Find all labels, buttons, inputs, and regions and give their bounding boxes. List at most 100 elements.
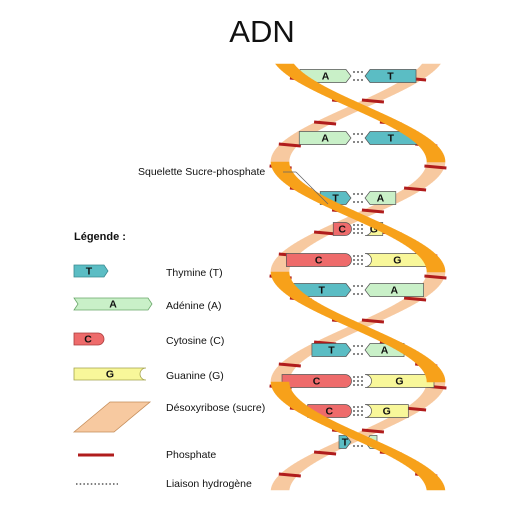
legend-label-thymine: Thymine (T) [166, 267, 223, 279]
hydrogen-bond-dot [357, 406, 359, 408]
hydrogen-bond-dot [361, 406, 363, 408]
hydrogen-bond-dot [353, 133, 355, 135]
hydrogen-bond-dot [361, 224, 363, 226]
legend-adenine-icon: A [73, 297, 153, 311]
hydrogen-bond-dot [361, 410, 363, 412]
strand-segment-back [270, 487, 290, 491]
phosphate-mark [403, 296, 427, 302]
base-G [364, 253, 431, 267]
legend-label-adenine: Adénine (A) [166, 300, 222, 312]
hydrogen-bond-dot [353, 406, 355, 408]
hydrogen-bond-dot [353, 224, 355, 226]
hydrogen-bond-dot [361, 263, 363, 265]
hydrogen-bond-dot [361, 414, 363, 416]
phosphate-mark [424, 164, 447, 170]
hydrogen-bond-dot [357, 201, 359, 203]
base-C [281, 374, 352, 388]
hydrogen-bond-dot [357, 376, 359, 378]
base-letter: G [370, 223, 378, 235]
hydrogen-bond-dot [361, 133, 363, 135]
base-letter: A [322, 70, 330, 82]
base-T [311, 343, 352, 357]
hydrogen-bond-dot [357, 255, 359, 257]
phosphate-mark [313, 120, 337, 126]
hydrogen-bond-dot [361, 384, 363, 386]
legend-heading: Légende : [74, 231, 126, 243]
base-A [364, 191, 397, 205]
legend-label-guanine: Guanine (G) [166, 370, 224, 382]
hydrogen-bond-dot [361, 445, 363, 447]
hydrogen-bond-dot [353, 232, 355, 234]
hydrogen-bond-dot [361, 71, 363, 73]
page-title: ADN [229, 14, 295, 49]
base-letter: T [332, 192, 339, 204]
hydrogen-bond-dot [357, 445, 359, 447]
hydrogen-bond-dot [353, 259, 355, 261]
hydrogen-bond-dot [361, 376, 363, 378]
base-letter: T [342, 436, 349, 448]
hydrogen-bond-dot [361, 380, 363, 382]
hydrogen-bond-dot [361, 232, 363, 234]
phosphate-mark [278, 472, 301, 478]
legend-guanine-icon: G [73, 367, 147, 381]
hydrogen-bond-dot [357, 133, 359, 135]
hydrogen-bond-dot [361, 141, 363, 143]
hydrogen-bond-dot [353, 410, 355, 412]
hydrogen-bond-dot [361, 353, 363, 355]
hydrogen-bond-dot [361, 345, 363, 347]
legend-label-cytosine: Cytosine (C) [166, 335, 225, 347]
hydrogen-bond-dot [357, 353, 359, 355]
strand-segment-front [426, 269, 446, 273]
phosphate-mark [278, 362, 301, 368]
base-T [338, 435, 352, 449]
base-A [364, 283, 424, 297]
base-letter: T [328, 344, 335, 356]
base-letter: T [318, 284, 325, 296]
phosphate-mark [403, 186, 427, 192]
hydrogen-bond-dot [357, 410, 359, 412]
base-letter: C [313, 375, 321, 387]
hydrogen-bond-dot [357, 71, 359, 73]
base-letter: C [315, 254, 323, 266]
hydrogen-bond-dot [357, 259, 359, 261]
legend-label-hbond: Liaison hydrogène [166, 478, 252, 490]
hydrogen-bond-dot [353, 285, 355, 287]
legend-label-phosphate: Phosphate [166, 449, 217, 461]
base-letter: A [377, 192, 385, 204]
hydrogen-bond-dot [357, 141, 359, 143]
backbone-callout-label: Squelette Sucre-phosphate [138, 166, 266, 178]
legend-label-sugar: Désoxyribose (sucre) [166, 402, 266, 414]
callout-line-diagonal [295, 171, 329, 205]
hydrogen-bond-dot [353, 376, 355, 378]
hydrogen-bond-dot [353, 380, 355, 382]
base-G [364, 374, 435, 388]
hydrogen-bond-dot [353, 141, 355, 143]
phosphate-mark [361, 428, 385, 434]
base-letter: G [383, 405, 391, 417]
svg-text:A: A [109, 298, 117, 310]
base-letter: G [393, 254, 401, 266]
base-letter: A [381, 344, 389, 356]
hydrogen-bond-dot [353, 414, 355, 416]
base-letter: A [321, 132, 329, 144]
hydrogen-bond-dot [357, 414, 359, 416]
base-letter: C [326, 405, 334, 417]
hydrogen-bond-dot [357, 263, 359, 265]
hydrogen-bond-dot [357, 228, 359, 230]
phosphate-mark [313, 450, 337, 456]
hydrogen-bond-dot [357, 384, 359, 386]
phosphate-mark [361, 318, 385, 324]
hydrogen-bond-dot [361, 201, 363, 203]
hydrogen-bond-dot [357, 232, 359, 234]
base-letter: C [338, 223, 346, 235]
hydrogen-bond-dot [353, 71, 355, 73]
phosphate-mark [361, 98, 385, 104]
base-letter: G [395, 375, 403, 387]
hydrogen-bond-dot [353, 255, 355, 257]
legend-thymine-icon: T [73, 264, 109, 278]
hydrogen-bond-dot [357, 285, 359, 287]
svg-text:C: C [84, 333, 92, 345]
